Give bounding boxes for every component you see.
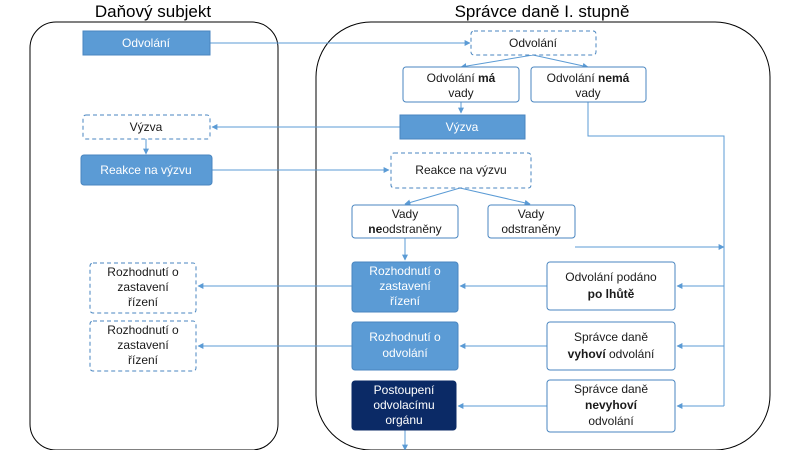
node-po-lhute-line1: Odvolání podáno (565, 270, 657, 284)
node-rzs-ds-line1: Rozhodnutí o (107, 265, 179, 279)
node-nema-vady-text-a: Odvolání (547, 71, 598, 85)
node-po-lhute-line2: po lhůtě (588, 287, 635, 301)
node-rozhodnuti-odvolani-ds: Rozhodnutí o zastavení řízení (89, 320, 197, 372)
node-odvolani-ds-label: Odvolání (122, 36, 171, 50)
node-vady-odstraneny: Vady odstraněny (487, 204, 576, 239)
node-odvolani-ma-vady: Odvolání má vady (402, 66, 520, 103)
node-neodstraneny-text-b: odstraněny (382, 222, 441, 236)
node-vyhovi-text-a: vyhoví (568, 347, 607, 361)
node-rozhodnuti-zastaveni-ds: Rozhodnutí o zastavení řízení (89, 262, 197, 314)
edge-reakce-to-odstraneny (459, 187, 531, 206)
node-postoupeni-line3: orgánu (385, 413, 422, 427)
lane-spravce-dane (315, 21, 771, 450)
node-spravce-vyhovi: Správce daně vyhoví odvolání (546, 321, 676, 371)
node-ro-ds-line1: Rozhodnutí o (107, 323, 179, 337)
node-nema-vady-text-b: nemá (598, 71, 630, 85)
node-vyhovi-line2: vyhoví odvolání (568, 347, 655, 361)
node-vyzva-ds: Výzva (82, 114, 211, 140)
edge-odvolani-to-ma-vady (460, 54, 534, 70)
node-neodstraneny-line1: Vady (392, 207, 418, 221)
node-odstraneny-line1: Vady (518, 207, 544, 221)
node-vyhovi-text-b: odvolání (606, 347, 655, 361)
node-rzs-ds-line3: řízení (128, 295, 159, 309)
node-ma-vady-text-a: Odvolání (427, 71, 478, 85)
node-vyzva-sd: Výzva (399, 114, 526, 140)
node-odvolani-sd-label: Odvolání (509, 36, 558, 50)
node-vyhovi-line1: Správce daně (574, 330, 648, 344)
node-vady-neodstraneny: Vady neodstraněny (351, 204, 459, 239)
node-postoupeni-line2: odvolacímu (373, 398, 434, 412)
node-postoupeni: Postoupení odvolacímu orgánu (351, 380, 457, 431)
connectors (143, 40, 725, 450)
node-rozhodnuti-odvolani-sd: Rozhodnutí o odvolání (351, 321, 459, 371)
node-reakce-sd-label: Reakce na výzvu (415, 163, 506, 177)
node-vyzva-ds-label: Výzva (130, 120, 163, 134)
node-rzs-ds-line2: zastavení (117, 280, 169, 294)
node-rzs-sd-line1: Rozhodnutí o (369, 264, 441, 278)
node-odstraneny-line2: odstraněny (501, 222, 560, 236)
node-nema-vady-line2: vady (575, 86, 600, 100)
node-vyzva-sd-label: Výzva (446, 120, 479, 134)
node-ro-ds-line3: řízení (128, 353, 159, 367)
node-odvolani-sd: Odvolání (470, 30, 597, 56)
node-rzs-sd-line3: řízení (390, 294, 421, 308)
node-nema-vady-line1: Odvolání nemá (547, 71, 630, 85)
node-rzs-sd-line2: zastavení (379, 279, 431, 293)
node-nevyhovi-line2: nevyhoví (585, 398, 638, 412)
node-podano-po-lhute: Odvolání podáno po lhůtě (546, 261, 676, 311)
node-reakce-sd: Reakce na výzvu (390, 152, 532, 189)
node-neodstraneny-text-a: ne (368, 222, 382, 236)
node-spravce-nevyhovi: Správce daně nevyhoví odvolání (546, 379, 676, 433)
edge-reakce-to-neodstraneny (404, 187, 461, 206)
node-odvolani-ds: Odvolání (82, 30, 211, 56)
node-ma-vady-text-b: má (478, 71, 496, 85)
edge-odvolani-to-nema-vady (532, 54, 589, 69)
node-reakce-ds-label: Reakce na výzvu (100, 163, 191, 177)
lane-danovy-subjekt (29, 21, 279, 450)
node-neodstraneny-line2: neodstraněny (368, 222, 441, 236)
lane-title-spravce-dane: Správce daně I. stupně (455, 2, 630, 21)
node-ro-ds-line2: zastavení (117, 338, 169, 352)
node-nevyhovi-line3: odvolání (588, 414, 634, 428)
node-nevyhovi-line1: Správce daně (574, 382, 648, 396)
node-reakce-ds: Reakce na výzvu (80, 154, 213, 186)
node-ma-vady-line2: vady (448, 86, 473, 100)
node-ro-sd-line1: Rozhodnutí o (369, 330, 441, 344)
node-ro-sd-line2: odvolání (382, 346, 428, 360)
node-postoupeni-line1: Postoupení (374, 383, 435, 397)
node-odvolani-nema-vady: Odvolání nemá vady (530, 66, 647, 103)
edge-nema-vady-trunk (587, 102, 725, 406)
node-rozhodnuti-zastaveni-sd: Rozhodnutí o zastavení řízení (351, 261, 459, 313)
node-ma-vady-line1: Odvolání má (427, 71, 496, 85)
lane-title-danovy-subjekt: Daňový subjekt (95, 2, 212, 21)
